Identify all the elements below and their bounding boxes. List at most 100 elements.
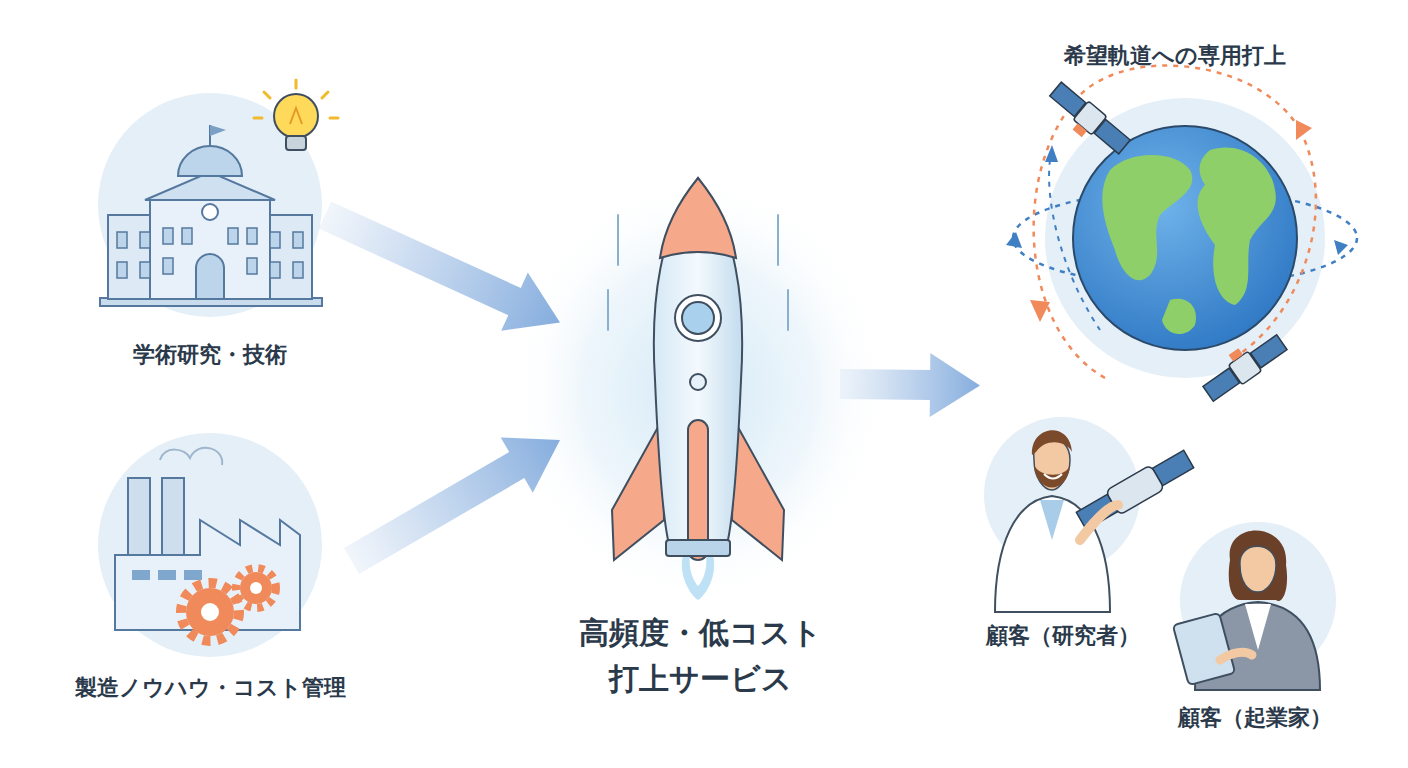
earth-icon-part (1030, 300, 1050, 322)
node-label: 顧客（起業家） (1160, 703, 1350, 733)
earth-icon-part (1045, 98, 1325, 378)
factory-icon-part (160, 448, 222, 465)
entrepreneur-figure (1173, 522, 1336, 690)
researcher-figure-part (1044, 474, 1062, 479)
rocket-icon-part (508, 175, 888, 605)
node-label: 高頻度・低コスト 打上サービス (560, 610, 840, 702)
lightbulb-icon-part-part (322, 92, 328, 98)
lightbulb-icon (254, 80, 338, 150)
university-icon-part (196, 254, 224, 299)
rocket-icon-part (612, 420, 664, 560)
flow-arrow (344, 437, 560, 574)
university-icon-part-part (182, 228, 192, 244)
entrepreneur-figure-part (1173, 613, 1235, 685)
satellite-icon (1043, 80, 1133, 162)
earth-icon-part (1296, 120, 1312, 140)
factory-icon-part (115, 520, 300, 630)
customer-node: 顧客（研究者） (975, 405, 1150, 650)
university-icon-part (202, 204, 218, 220)
factory-icon (98, 433, 322, 657)
factory-icon-part (98, 433, 322, 657)
lightbulb-icon-part (274, 94, 318, 138)
rocket-icon-part-part (787, 290, 789, 330)
earth-icon-part (1334, 240, 1348, 255)
university-icon-part-part (163, 258, 173, 274)
factory-icon-part-part (132, 570, 150, 580)
factory-icon-part (128, 478, 150, 558)
factory-icon-part (236, 568, 276, 608)
earth-icon-part (1049, 160, 1100, 330)
factory-icon-part (201, 603, 219, 621)
university-icon-part-part (140, 262, 150, 278)
rocket-icon-part (682, 302, 714, 334)
satellite-icon (1197, 326, 1289, 404)
earth-icon-part (1102, 155, 1192, 280)
university-icon-part-part (270, 232, 280, 248)
rocket-icon-part-part (607, 290, 609, 330)
rocket-icon-part-part (617, 215, 619, 265)
lightbulb-icon-part (254, 80, 338, 118)
university-icon-part (150, 198, 270, 299)
flow-arrow (319, 201, 560, 330)
lightbulb-icon-part (290, 108, 302, 124)
earth-icon-part (1198, 147, 1276, 305)
university-icon-part-part (293, 262, 303, 278)
earth-icon-part (1045, 145, 1058, 162)
lightbulb-icon-part-part (254, 117, 262, 120)
factory-icon-part (250, 582, 262, 594)
satellite-icon-part (1073, 123, 1087, 137)
lightbulb-icon-part-part (330, 117, 338, 120)
lightbulb-icon-part-part (264, 92, 270, 98)
node-label: 製造ノウハウ・コスト管理 (69, 673, 352, 703)
university-icon-part-part (247, 258, 257, 274)
rocket-icon-part (732, 420, 784, 560)
node-label: 顧客（研究者） (975, 621, 1150, 651)
factory-icon-part (132, 570, 202, 580)
university-icon-part (178, 146, 242, 176)
university-icon-part-part (247, 228, 257, 244)
university-node: 学術研究・技術 (95, 80, 325, 380)
factory-icon-part (240, 572, 272, 604)
entrepreneur-figure-part (1229, 531, 1287, 601)
lightbulb-icon-part (286, 136, 306, 150)
earth-icon (1006, 66, 1357, 378)
university-icon-part (98, 93, 322, 317)
earth-icon-part (1073, 126, 1297, 350)
entrepreneur-figure-part (1220, 652, 1252, 660)
factory-icon-part (162, 478, 184, 558)
entrepreneur-figure-part (1245, 604, 1271, 650)
earth-node: 希望軌道への専用打上 (980, 35, 1370, 400)
rocket-node: 高頻度・低コスト 打上サービス (560, 160, 840, 720)
rocket-icon-part (666, 540, 730, 556)
node-label: 希望軌道への専用打上 (980, 41, 1370, 71)
university-icon-part-part (228, 228, 238, 244)
university-icon-part-part (140, 232, 150, 248)
factory-icon-part (181, 583, 239, 641)
researcher-figure (984, 417, 1196, 612)
entrepreneur-figure-part (1240, 546, 1276, 592)
earth-icon-part (1006, 232, 1022, 248)
researcher-figure-part (1080, 505, 1118, 540)
university-icon-part (117, 228, 303, 278)
earth-icon-part (1034, 66, 1300, 378)
rocket-icon-part (675, 295, 721, 341)
researcher-figure-part (1034, 465, 1070, 488)
rocket-icon-part (660, 178, 736, 258)
university-icon (98, 93, 322, 317)
flow-arrow (840, 353, 980, 417)
university-icon-part (210, 125, 226, 136)
earth-icon-part (1162, 299, 1196, 334)
rocket-icon (508, 175, 888, 605)
university-icon-part-part (270, 262, 280, 278)
factory-icon-part-part (158, 570, 176, 580)
rocket-icon-part (682, 555, 714, 600)
factory-icon-part-part (184, 570, 202, 580)
rocket-icon-part (690, 374, 706, 390)
university-icon-part-part (117, 232, 127, 248)
customer-node: 顧客（起業家） (1160, 515, 1350, 740)
factory-node: 製造ノウハウ・コスト管理 (69, 420, 352, 720)
rocket-icon-part-part (777, 215, 779, 265)
university-icon-part-part (117, 262, 127, 278)
